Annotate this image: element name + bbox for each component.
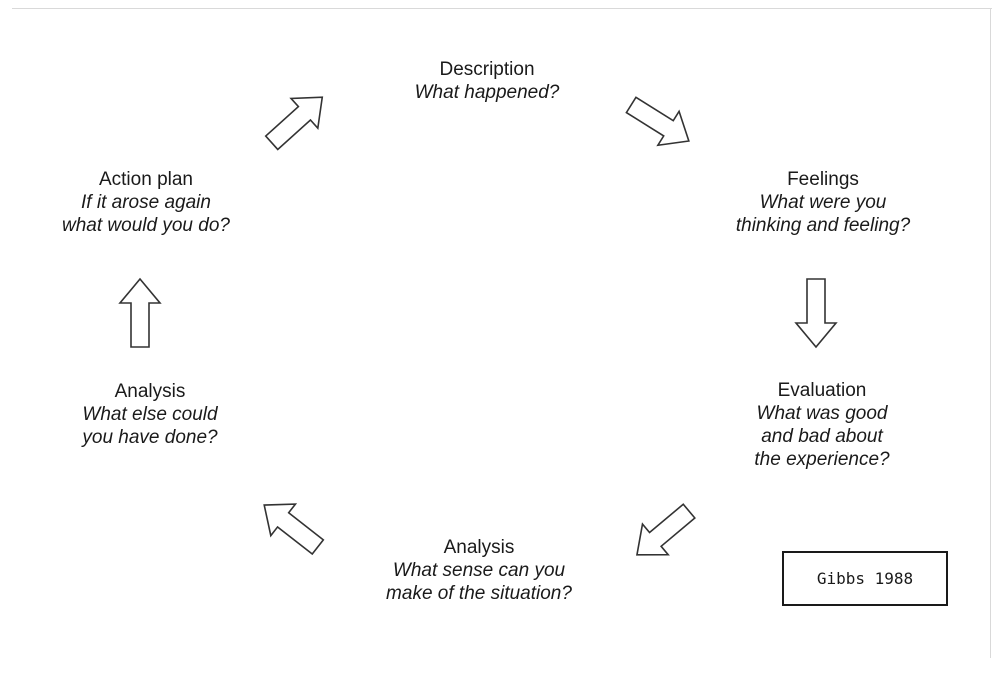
stage-analysis-sense-question: What sense can you make of the situation…: [386, 560, 572, 604]
stage-analysis-else-title: Analysis: [114, 381, 186, 402]
stage-evaluation-title: Evaluation: [777, 380, 867, 401]
arrow-action-plan-to-description-icon: [264, 96, 324, 151]
stage-feelings: Feelings What were you thinking and feel…: [706, 168, 940, 237]
stage-action-plan-title: Action plan: [98, 169, 193, 190]
stage-analysis-sense-title: Analysis: [443, 537, 515, 558]
stage-description-question: What happened?: [414, 82, 560, 103]
stage-description: Description What happened?: [367, 58, 607, 104]
stage-action-plan-question: If it arose again what would you do?: [62, 192, 230, 236]
stage-analysis-sense: Analysis What sense can you make of the …: [346, 536, 612, 605]
stage-analysis-else-question: What else could you have done?: [82, 404, 218, 448]
stage-evaluation: Evaluation What was good and bad about t…: [712, 379, 932, 471]
arrow-analysis-to-action-plan-icon: [118, 277, 162, 348]
arrow-analysis-to-analysis-icon: [263, 503, 325, 556]
stage-description-title: Description: [439, 59, 535, 80]
stage-feelings-question: What were you thinking and feeling?: [735, 192, 911, 236]
frame-border-top: [12, 8, 992, 9]
arrow-feelings-to-evaluation-icon: [794, 278, 838, 349]
arrow-description-to-feelings-icon: [625, 96, 690, 147]
stage-action-plan: Action plan If it arose again what would…: [30, 168, 262, 237]
stage-evaluation-question: What was good and bad about the experien…: [754, 403, 890, 470]
stage-feelings-title: Feelings: [787, 169, 859, 190]
frame-border-right: [990, 8, 991, 658]
arrow-evaluation-to-analysis-icon: [635, 503, 696, 556]
stage-analysis-else: Analysis What else could you have done?: [48, 380, 252, 449]
citation-box: Gibbs 1988: [782, 551, 948, 606]
